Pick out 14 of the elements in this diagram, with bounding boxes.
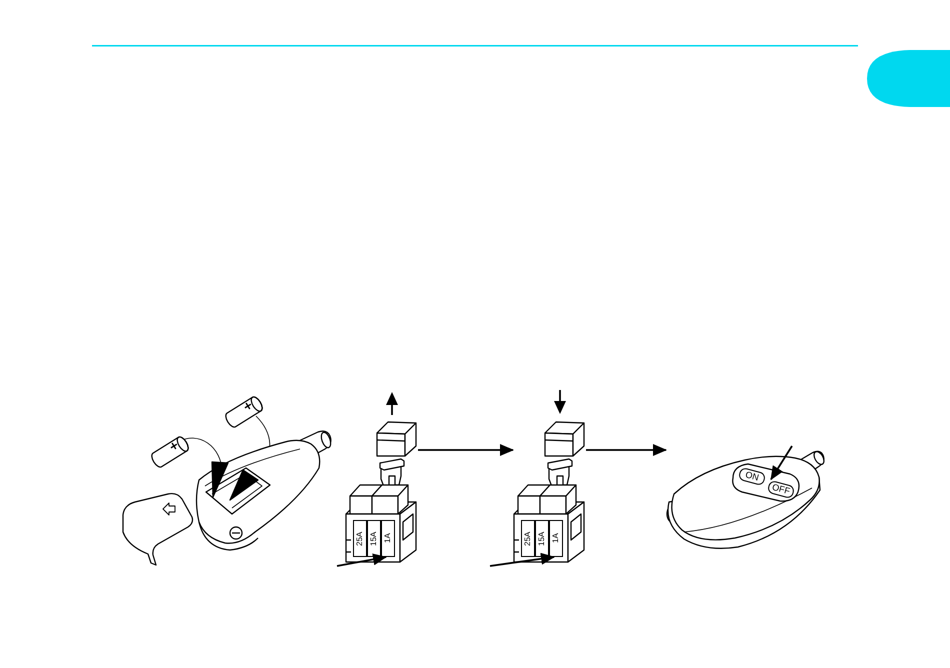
fuse-slot: 1A (549, 520, 563, 557)
fuse-assembly (345, 421, 418, 563)
arrow (586, 444, 667, 456)
fuse-slot: 1A (381, 520, 395, 557)
fuse-slot: 25A (353, 520, 367, 557)
pointer-arrow (490, 552, 555, 567)
battery-insertion-drawing (121, 394, 332, 567)
pointer-arrow (336, 553, 387, 567)
fuse-assembly (513, 421, 586, 563)
pointer-arrow (770, 446, 793, 480)
fuse-slot: 25A (521, 520, 535, 557)
fuse-slot: 15A (535, 520, 549, 557)
fuse-slot: 15A (367, 520, 381, 557)
arrow (418, 444, 514, 456)
